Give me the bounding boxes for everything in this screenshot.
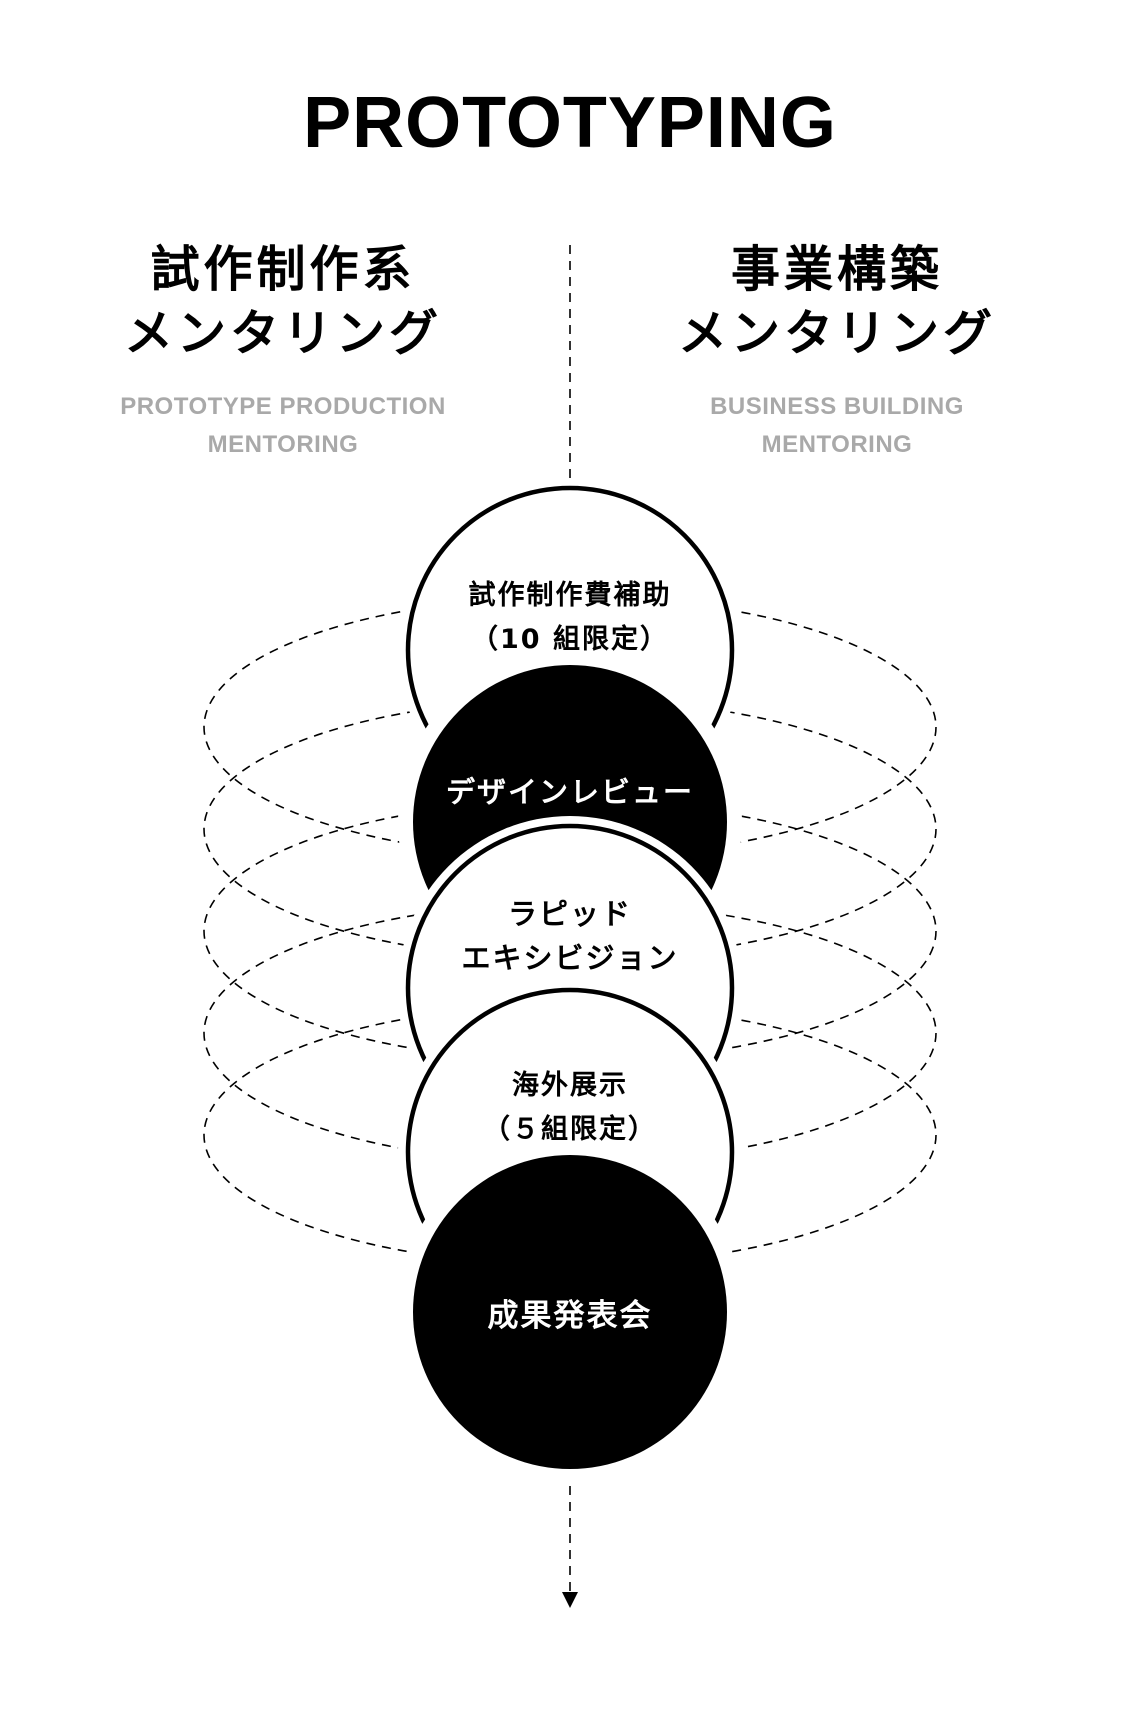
prototype-mentoring-en-line1: PROTOTYPE PRODUCTION xyxy=(120,393,446,420)
step-circles xyxy=(398,478,742,1484)
step-label-design-review: デザインレビュー xyxy=(446,775,694,809)
step-label-rapid-exhibition-line2: エキシビジョン xyxy=(461,941,678,975)
prototype-mentoring-jp-line2: メンタリング xyxy=(123,305,442,362)
business-mentoring-jp-line1: 事業構築 xyxy=(730,241,943,298)
step-circle-final-presentation xyxy=(398,1140,742,1484)
step-label-prototype-subsidy-line2: （10 組限定） xyxy=(471,623,669,655)
prototype-mentoring-heading: 試作制作系 メンタリング PROTOTYPE PRODUCTION MENTOR… xyxy=(73,238,493,464)
step-label-prototype-subsidy-line1: 試作制作費補助 xyxy=(469,579,672,611)
business-mentoring-en-line1: BUSINESS BUILDING xyxy=(710,393,964,420)
page-title: PROTOTYPING xyxy=(303,83,837,163)
step-labels: 試作制作費補助 （10 組限定） デザインレビュー ラピッド エキシビジョン 海… xyxy=(446,579,694,1334)
business-mentoring-jp-line2: メンタリング xyxy=(677,305,996,362)
prototype-mentoring-jp-line1: 試作制作系 xyxy=(150,241,416,298)
step-label-overseas-exhibition-line1: 海外展示 xyxy=(512,1070,628,1101)
step-label-final-presentation: 成果発表会 xyxy=(488,1298,653,1334)
step-label-overseas-exhibition-line2: （５組限定） xyxy=(483,1113,657,1145)
business-mentoring-en-line2: MENTORING xyxy=(761,431,913,458)
business-mentoring-heading: 事業構築 メンタリング BUSINESS BUILDING MENTORING xyxy=(627,238,1047,464)
prototype-mentoring-en-line2: MENTORING xyxy=(207,431,359,458)
step-label-rapid-exhibition-line1: ラピッド xyxy=(508,897,632,931)
